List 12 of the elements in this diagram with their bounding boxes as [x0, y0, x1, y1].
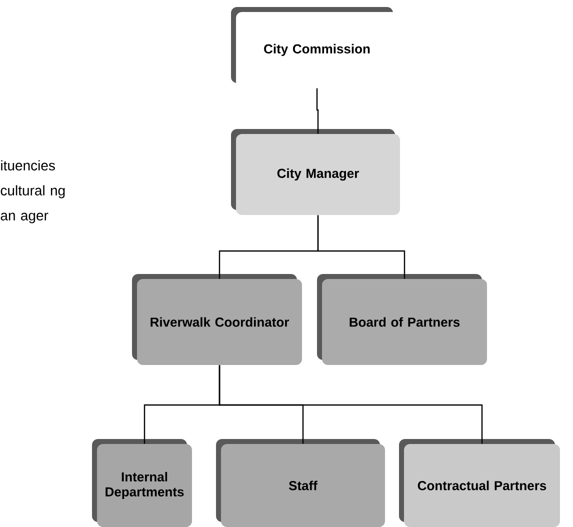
connector-line	[218, 365, 483, 444]
org-box: Board of Partners	[317, 274, 487, 365]
connector-line	[317, 215, 406, 279]
node-label: City Commission	[264, 44, 370, 56]
org-box: City Manager	[231, 129, 400, 215]
connector-line	[316, 88, 319, 134]
org-box: Riverwalk Coordinator	[132, 274, 302, 365]
org-box: Staff	[216, 439, 385, 527]
org-box: Internal Departments	[92, 439, 192, 527]
org-box: City Commission	[231, 7, 398, 88]
org-box: Contractual Partners	[399, 439, 560, 527]
side-note: ituencies cultural ng an ager	[0, 160, 65, 224]
